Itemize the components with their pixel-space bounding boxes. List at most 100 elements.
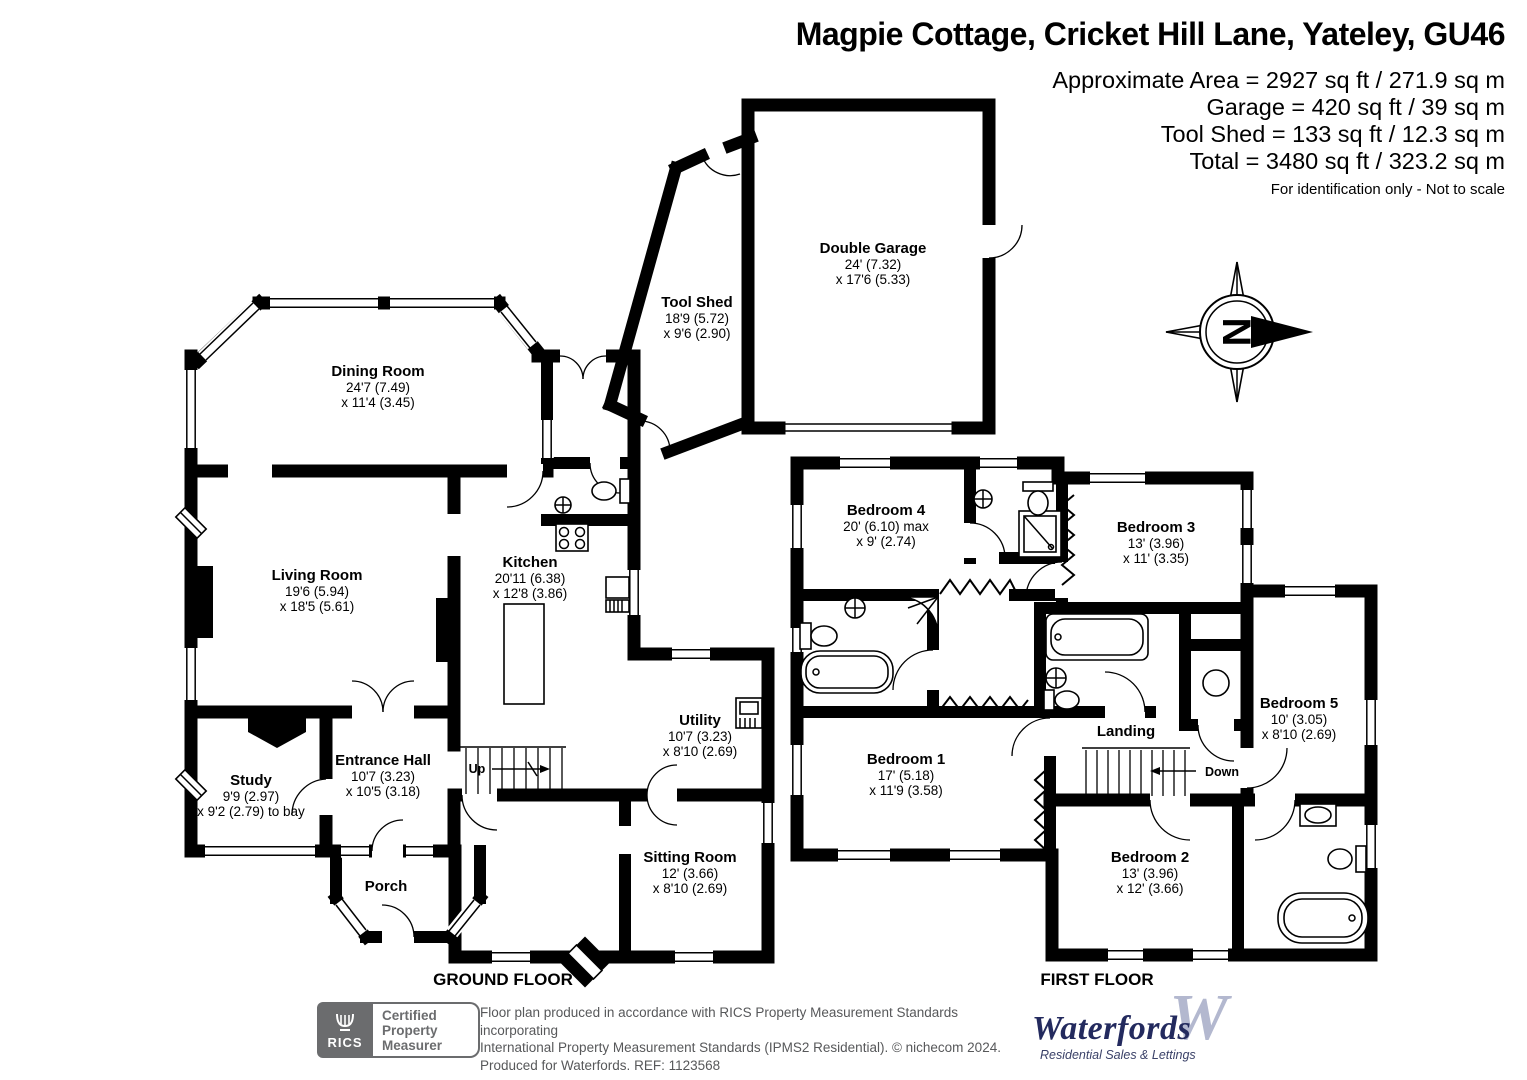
room-label-sitting-name: Sitting Room [643,849,736,866]
compass-north-letter: N [1214,318,1258,347]
rics-cert-line2: Property [382,1022,438,1038]
room-label-bedroom1-name: Bedroom 1 [867,751,945,768]
room-label-tool-shed-dim2: x 9'6 (2.90) [663,326,730,341]
room-label-bedroom3-dim1: 13' (3.96) [1128,536,1185,551]
room-label-bedroom3-dim2: x 11' (3.35) [1123,551,1189,566]
water-tank-icon [1202,669,1230,697]
disclaimer-line2: International Property Measurement Stand… [480,1040,1001,1055]
wc-sink-icon [554,496,572,514]
room-label-study-dim2: x 9'2 (2.79) to bay [197,804,305,819]
bathroom-toilet-icon [1043,689,1080,711]
bathroom-bath-icon [1045,613,1149,661]
wc-toilet-icon [591,478,631,504]
room-label-living-name: Living Room [272,567,363,584]
room-label-living-dim2: x 18'5 (5.61) [280,599,355,614]
room-label-entrance-hall-name: Entrance Hall [335,752,431,769]
garage-area-line: Garage = 420 sq ft / 39 sq m [1206,94,1506,120]
room-label-bedroom4-dim2: x 9' (2.74) [856,534,916,549]
stairs-down-label: Down [1205,765,1239,779]
stairs-down [1082,747,1196,796]
room-label-garage-dim2: x 17'6 (5.33) [836,272,911,287]
stairs-up [465,748,563,794]
room-label-kitchen-dim2: x 12'8 (3.86) [493,586,568,601]
room-label-bedroom3-name: Bedroom 3 [1117,519,1195,536]
bathroom2-sink-icon [1299,803,1337,827]
rics-cert-box: Certified Property Measurer [373,1002,480,1058]
ground-floor-caption: GROUND FLOOR [433,970,573,989]
rics-brand-text: RICS [327,1034,363,1050]
rics-badge: RICS Certified Property Measurer [317,1002,480,1058]
room-label-utility-dim1: 10'7 (3.23) [668,729,732,744]
first-floor-windows [790,456,1378,962]
room-label-dining-name: Dining Room [331,363,424,380]
washing-machine-icon [735,697,763,729]
corner-window-icon [174,506,208,540]
garage-outline [741,98,1023,435]
bathroom-sink-icon [1045,667,1067,689]
bathroom2-bath-icon [1277,892,1369,944]
kitchen-sink-icon [605,576,630,613]
waterfords-monogram: W [1169,981,1228,1054]
room-label-entrance-hall-dim1: 10'7 (3.23) [351,769,415,784]
waterfords-tagline: Residential Sales & Lettings [1040,1048,1196,1062]
tool-shed-outline [602,130,759,460]
waterfords-brand: Waterfords [1032,1010,1192,1047]
scale-note: For identification only - Not to scale [1270,181,1505,198]
compass-north-pointer [1251,316,1313,348]
first-floor-caption: FIRST FLOOR [1040,970,1153,989]
room-label-bedroom1-dim2: x 11'9 (3.58) [869,783,943,798]
room-label-dining-dim2: x 11'4 (3.45) [341,395,415,410]
total-area-line: Total = 3480 sq ft / 323.2 sq m [1189,148,1505,174]
shower-room-sink-icon [973,489,993,509]
room-label-landing-name: Landing [1097,723,1155,740]
room-label-kitchen-dim1: 20'11 (6.38) [495,571,566,586]
page-title: Magpie Cottage, Cricket Hill Lane, Yatel… [795,16,1506,52]
rics-cert-line3: Measurer [382,1037,443,1053]
corner-shower-icon [899,596,939,636]
room-label-garage-dim1: 24' (7.32) [845,257,902,272]
corner-window-icon [174,768,208,802]
ground-floor-fixtures [465,478,763,794]
room-label-bedroom5-name: Bedroom 5 [1260,695,1338,712]
first-floor-openings [926,523,1295,807]
room-label-porch-name: Porch [365,878,408,895]
room-label-bedroom2-dim1: 13' (3.96) [1122,866,1179,881]
room-label-bedroom4-name: Bedroom 4 [847,502,926,519]
kitchen-island [503,603,545,705]
room-label-sitting-dim2: x 8'10 (2.69) [653,881,728,896]
disclaimer: Floor plan produced in accordance with R… [480,1004,1025,1074]
room-label-utility-dim2: x 8'10 (2.69) [663,744,738,759]
waterfords-logo: W Waterfords Residential Sales & Letting… [1032,981,1232,1066]
disclaimer-line1: Floor plan produced in accordance with R… [480,1005,958,1038]
room-label-dining-dim1: 24'7 (7.49) [346,380,410,395]
rics-logo-box: RICS [317,1002,373,1058]
compass: N [1165,261,1313,403]
room-labels: Dining Room 24'7 (7.49) x 11'4 (3.45) Li… [197,240,1338,989]
corner-window-icon [559,936,611,988]
room-label-tool-shed-name: Tool Shed [661,294,732,311]
first-floor-fixtures [799,481,1369,944]
tool-shed-area-line: Tool Shed = 133 sq ft / 12.3 sq m [1160,121,1505,147]
ensuite-toilet-icon [799,622,838,650]
rics-lyre-icon [336,1013,354,1031]
room-label-bedroom5-dim1: 10' (3.05) [1271,712,1328,727]
approx-area-line: Approximate Area = 2927 sq ft / 271.9 sq… [1052,67,1505,93]
room-label-tool-shed-dim1: 18'9 (5.72) [665,311,729,326]
room-label-bedroom2-name: Bedroom 2 [1111,849,1189,866]
ensuite-sink-icon [844,597,866,619]
bathroom2-toilet-icon [1327,845,1367,873]
room-label-garage-name: Double Garage [820,240,927,257]
room-label-utility-name: Utility [679,712,721,729]
disclaimer-line3: Produced for Waterfords. REF: 1123568 [480,1057,721,1073]
room-label-sitting-dim1: 12' (3.66) [662,866,719,881]
room-label-entrance-hall-dim2: x 10'5 (3.18) [346,784,421,799]
room-label-study-dim1: 9'9 (2.97) [223,789,280,804]
room-label-study-name: Study [230,772,272,789]
hob-icon [555,523,589,552]
first-floor-doors [892,522,1296,841]
room-label-bedroom2-dim2: x 12' (3.66) [1116,881,1183,896]
room-label-living-dim1: 19'6 (5.94) [285,584,349,599]
title-block: Magpie Cottage, Cricket Hill Lane, Yatel… [795,16,1506,198]
